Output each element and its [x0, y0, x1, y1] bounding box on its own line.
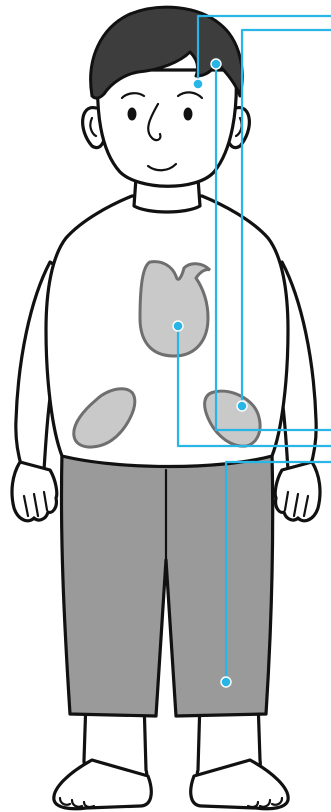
callout-right-kidney-dot [237, 401, 247, 411]
callout-liver-dot [173, 321, 183, 331]
callout-head-dot [193, 79, 203, 89]
liver [140, 262, 210, 356]
left-eye [128, 108, 137, 121]
right-hand [275, 462, 320, 521]
callout-face-dot [211, 59, 221, 69]
shorts [61, 452, 272, 716]
feet [54, 760, 288, 809]
callout-leg-dot [221, 677, 231, 687]
left-hand [12, 462, 57, 521]
right-eye [184, 108, 193, 121]
